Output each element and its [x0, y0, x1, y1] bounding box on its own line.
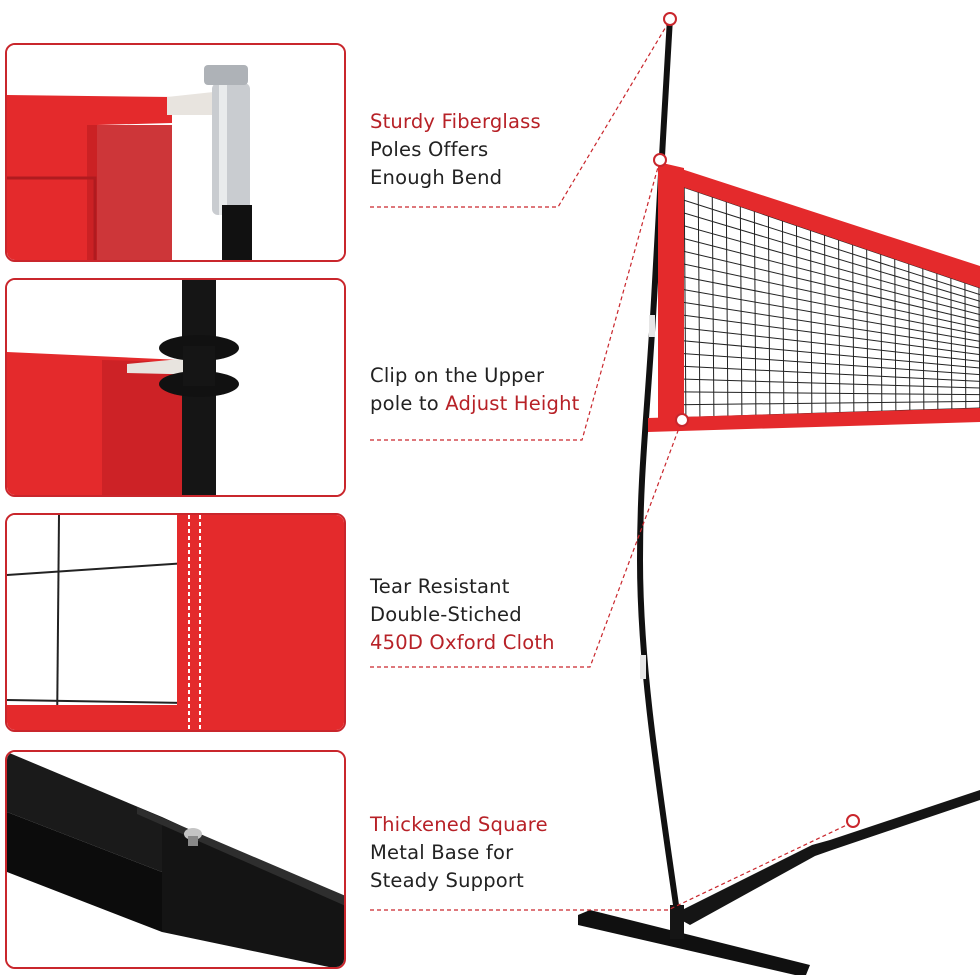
net-mesh-line: [935, 170, 939, 420]
net-mesh-line: [668, 400, 980, 406]
net-mesh-line: [668, 286, 980, 342]
caption-line-mixed: pole to Adjust Height: [370, 390, 610, 418]
callout-markers: [653, 12, 860, 828]
caption-line: Tear Resistant: [370, 575, 510, 598]
net-mesh-line: [668, 220, 980, 309]
caption-line: Steady Support: [370, 869, 524, 892]
net-mesh-line: [781, 170, 785, 420]
net-mesh-line: [668, 365, 980, 382]
caption-line: Enough Bend: [370, 166, 503, 189]
net-mesh-line: [851, 170, 855, 420]
net-mesh-line: [668, 207, 980, 302]
feature-caption-cloth: Tear Resistant Double-Stiched 450D Oxfor…: [370, 573, 610, 657]
net-mesh-line: [795, 170, 799, 420]
net-mesh-line: [668, 247, 980, 322]
marker-net-top: [653, 153, 667, 167]
caption-text: pole to: [370, 392, 446, 415]
net-mesh-line: [668, 299, 980, 349]
marker-base: [846, 814, 860, 828]
net-mesh-line: [668, 378, 980, 389]
detail-panel-stitching: [5, 513, 346, 732]
net-mesh-line: [949, 170, 953, 420]
net-mesh-line: [668, 312, 980, 356]
net-mesh-line: [809, 170, 813, 420]
net-mesh-line: [725, 170, 729, 420]
caption-highlight: Adjust Height: [445, 392, 580, 415]
net-mesh-line: [668, 194, 980, 296]
feature-caption-fiberglass: Sturdy Fiberglass Poles Offers Enough Be…: [370, 108, 610, 192]
caption-line: Metal Base for: [370, 841, 514, 864]
feature-caption-clip: Clip on the Upper pole to Adjust Height: [370, 362, 610, 418]
caption-line: Double-Stiched: [370, 603, 522, 626]
net-mesh-line: [668, 325, 980, 362]
marker-net-bottom: [675, 413, 689, 427]
net-mesh-line: [668, 233, 980, 316]
caption-line: Clip on the Upper: [370, 364, 545, 387]
net-mesh-line: [837, 170, 841, 420]
caption-highlight: Thickened Square: [370, 813, 548, 836]
caption-line: Poles Offers: [370, 138, 489, 161]
detail-panel-base: [5, 750, 346, 969]
net-mesh: [668, 170, 980, 420]
net-mesh-line: [668, 273, 980, 336]
net-mesh-line: [683, 170, 687, 420]
marker-pole-top: [663, 12, 677, 26]
net-mesh-line: [668, 351, 980, 376]
caption-highlight: Sturdy Fiberglass: [370, 110, 541, 133]
net-mesh-line: [893, 170, 897, 420]
net-mesh-line: [907, 170, 911, 420]
detail-panel-pole-cap: [5, 43, 346, 262]
metal-base: [578, 790, 980, 975]
net-border: [648, 162, 980, 432]
callout-lines: [370, 19, 854, 911]
net-mesh-line: [963, 170, 967, 420]
net-mesh-line: [668, 338, 980, 369]
detail-panel-clip: [5, 278, 346, 497]
net-mesh-line: [668, 260, 980, 329]
net-mesh-line: [921, 170, 925, 420]
caption-highlight: 450D Oxford Cloth: [370, 631, 555, 654]
fiberglass-pole: [636, 15, 679, 908]
feature-caption-base: Thickened Square Metal Base for Steady S…: [370, 811, 610, 895]
net-mesh-line: [697, 170, 701, 420]
net-mesh-line: [879, 170, 883, 420]
net-mesh-line: [668, 391, 980, 396]
